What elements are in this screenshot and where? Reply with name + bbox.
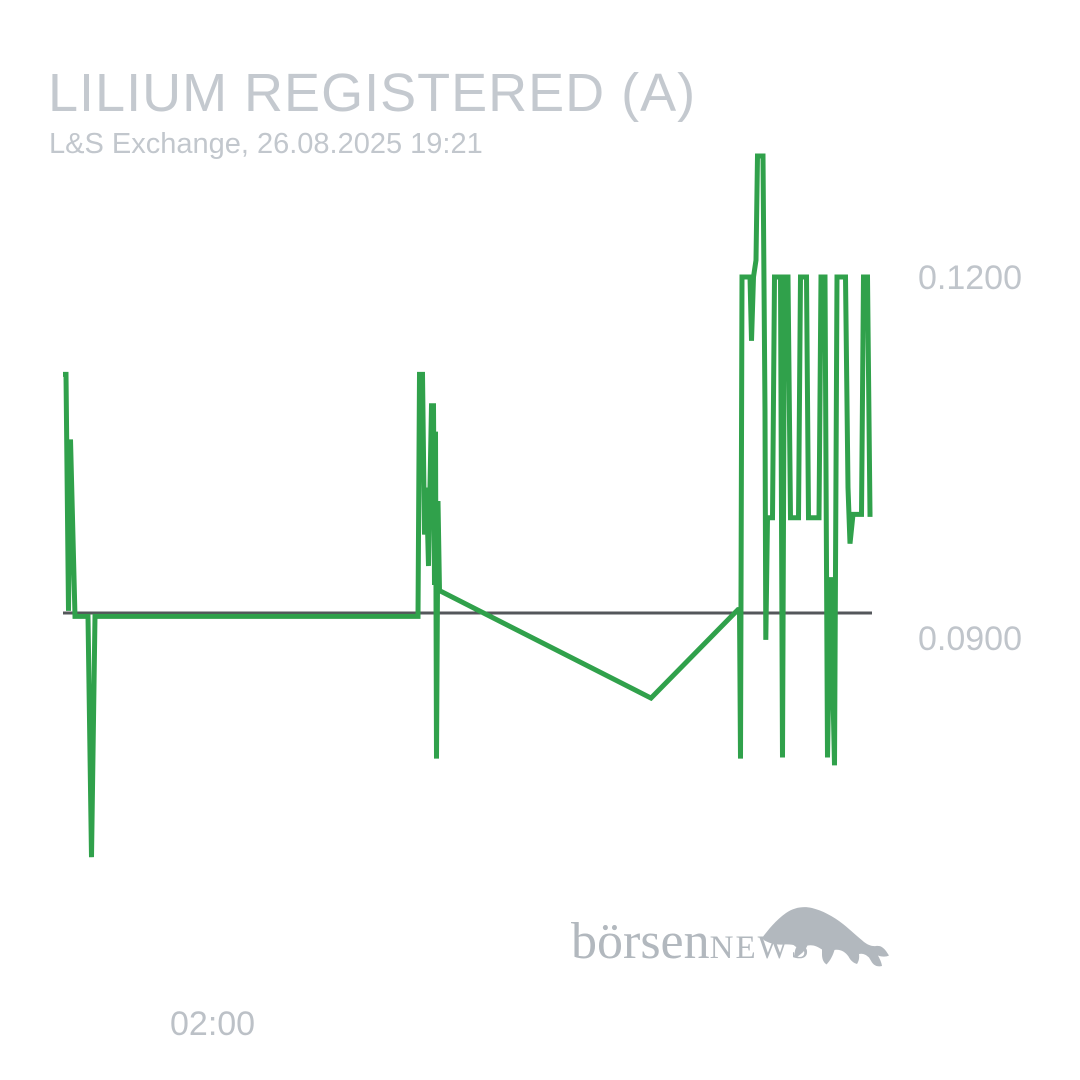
logo-text-borsen: börsen	[571, 913, 710, 970]
x-axis-label: 02:00	[170, 1005, 256, 1043]
borsennews-logo: börsenNEWS	[571, 912, 811, 971]
y-axis-label-low: 0.0900	[918, 620, 1022, 658]
y-axis-label-high: 0.1200	[918, 259, 1022, 297]
page-subtitle: L&S Exchange, 26.08.2025 19:21	[49, 128, 483, 160]
price-line	[63, 153, 873, 858]
logo-text-news: NEWS	[709, 930, 812, 966]
bull-icon	[762, 907, 889, 967]
page-title: LILIUM REGISTERED (A)	[48, 63, 697, 123]
